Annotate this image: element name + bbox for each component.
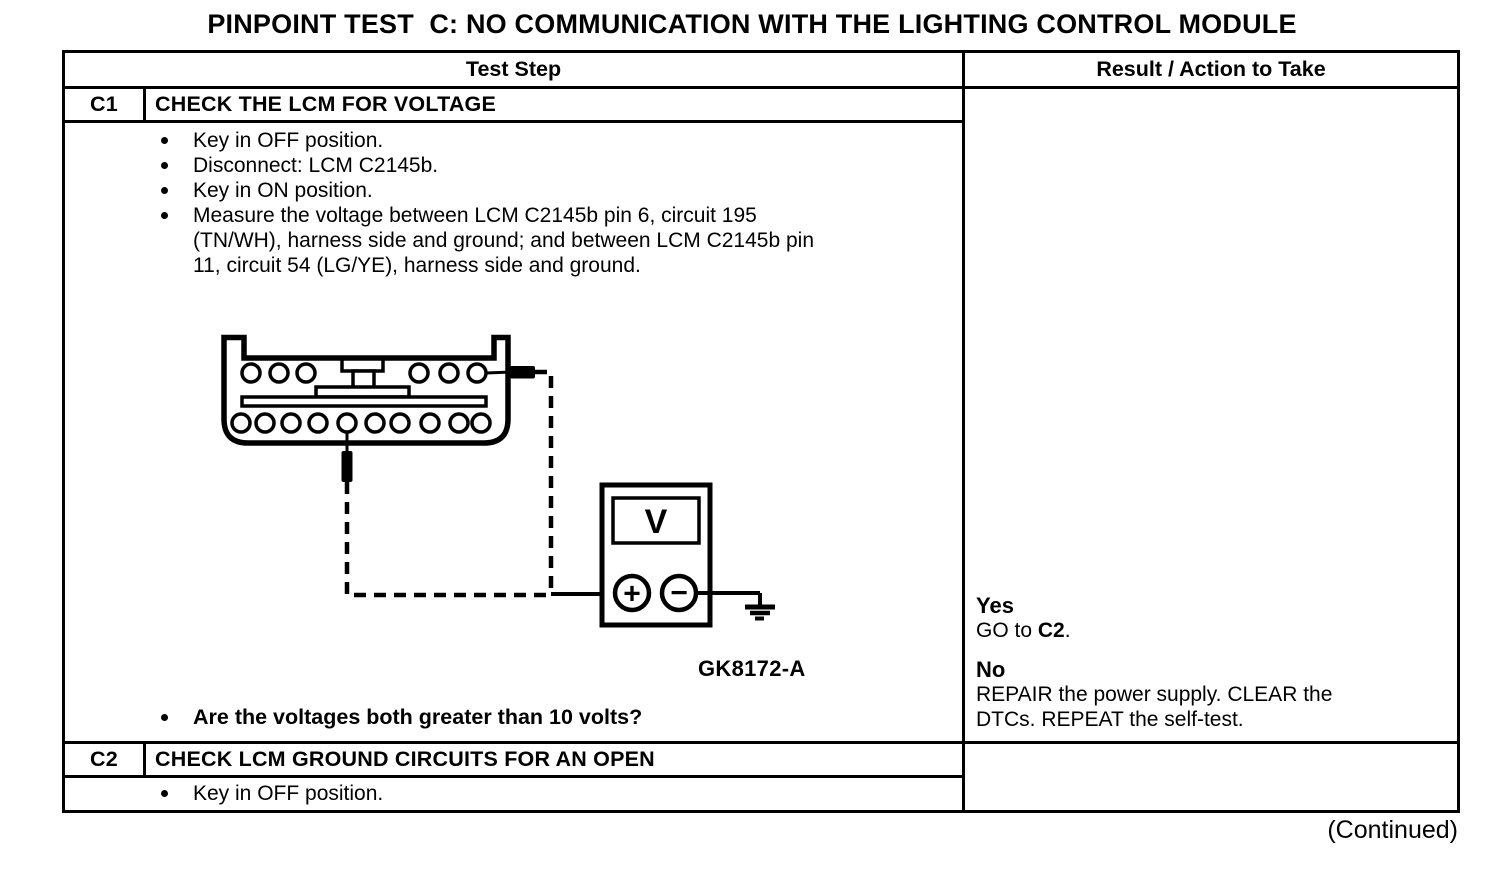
figure-label: GK8172-A	[698, 656, 806, 681]
connector-pin	[408, 362, 430, 384]
connector-pin	[419, 412, 441, 434]
c1-test-step-cell: C1 CHECK THE LCM FOR VOLTAGE Key in OFF …	[65, 89, 965, 741]
connector-pin	[268, 362, 290, 384]
c2-result-cell	[965, 744, 1457, 810]
c2-test-step-cell: C2 CHECK LCM GROUND CIRCUITS FOR AN OPEN…	[65, 744, 965, 810]
connector-pin	[336, 412, 358, 434]
yes-action-post: .	[1064, 619, 1071, 642]
bullet-icon	[158, 781, 193, 806]
bullet-text: Key in ON position.	[193, 179, 373, 202]
yes-action-pre: GO to	[976, 619, 1038, 642]
connector-pin	[254, 412, 276, 434]
continued-note: (Continued)	[1327, 816, 1458, 844]
c1-step-body: Key in OFF position. Disconnect: LCM C21…	[65, 123, 962, 741]
bullet-icon	[158, 153, 193, 178]
test-probe-bottom	[341, 432, 353, 482]
c2-bullet-list: Key in OFF position.	[158, 781, 383, 806]
connector-pin	[295, 362, 317, 384]
connector-pin	[307, 412, 329, 434]
list-item: Key in OFF position.	[158, 781, 383, 806]
test-lead-dashed-right	[535, 369, 554, 595]
question-text: Are the voltages both greater than 10 vo…	[193, 705, 643, 729]
pinpoint-test-table: Test Step Result / Action to Take C1 CHE…	[62, 50, 1460, 813]
connector-pins-top	[240, 362, 488, 384]
result-yes-action: GO to C2.	[976, 618, 1447, 643]
bullet-text: Disconnect: LCM C2145b.	[193, 154, 439, 177]
list-item: Key in OFF position.	[158, 128, 833, 153]
connector-pin	[438, 362, 460, 384]
table-header-row: Test Step Result / Action to Take	[65, 53, 1457, 89]
list-item: Disconnect: LCM C2145b.	[158, 153, 833, 178]
bullet-icon	[158, 705, 193, 730]
bullet-text: Measure the voltage between LCM C2145b p…	[193, 204, 814, 277]
result-no-group: No REPAIR the power supply. CLEAR the DT…	[976, 657, 1447, 732]
positive-terminal-label: +	[623, 578, 641, 611]
test-lead-dashed-bottom	[344, 482, 551, 598]
c2-step-body: Key in OFF position.	[65, 778, 962, 810]
connector-pin	[230, 412, 252, 434]
list-item: Key in ON position.	[158, 178, 833, 203]
connector-pin	[280, 412, 302, 434]
negative-terminal-label: −	[670, 577, 688, 610]
connector-pin	[466, 362, 488, 384]
result-yes-label: Yes	[976, 593, 1014, 618]
connector-pin	[364, 412, 386, 434]
connector-pin	[240, 362, 262, 384]
c2-step-title: CHECK LCM GROUND CIRCUITS FOR AN OPEN	[155, 747, 655, 771]
c1-result-cell: Yes GO to C2. No REPAIR the power supply…	[965, 89, 1457, 741]
connector-voltmeter-diagram: V + −	[221, 334, 775, 628]
column-header-test-step: Test Step	[65, 53, 965, 86]
list-item: Measure the voltage between LCM C2145b p…	[158, 203, 833, 278]
page-title: PINPOINT TEST C: NO COMMUNICATION WITH T…	[207, 9, 1297, 39]
connector-pin	[470, 412, 492, 434]
column-header-result-action: Result / Action to Take	[1096, 57, 1326, 81]
bullet-icon	[158, 128, 193, 153]
bullet-icon	[158, 178, 193, 203]
result-no-label: No	[976, 657, 1006, 682]
positive-terminal	[612, 573, 652, 613]
connector-pin	[389, 412, 411, 434]
connector-latch	[240, 357, 488, 408]
c1-step-id: C1	[65, 89, 146, 120]
ground-icon	[696, 591, 775, 621]
voltmeter-display-label: V	[645, 503, 668, 541]
test-step-block-c2: C2 CHECK LCM GROUND CIRCUITS FOR AN OPEN…	[65, 741, 1457, 810]
bullet-text: Key in OFF position.	[193, 129, 384, 152]
c1-step-title: CHECK THE LCM FOR VOLTAGE	[155, 92, 497, 116]
yes-action-target-step: C2	[1037, 619, 1065, 642]
c1-step-header: C1 CHECK THE LCM FOR VOLTAGE	[65, 89, 962, 123]
bullet-icon	[158, 203, 193, 278]
test-probe-right	[485, 366, 535, 379]
c2-step-id: C2	[65, 744, 146, 775]
result-no-action: REPAIR the power supply. CLEAR the DTCs.…	[976, 683, 1333, 731]
c1-question: Are the voltages both greater than 10 vo…	[158, 705, 642, 730]
voltmeter-display	[611, 496, 701, 545]
test-step-block-c1: C1 CHECK THE LCM FOR VOLTAGE Key in OFF …	[65, 89, 1457, 741]
bullet-text: Key in OFF position.	[193, 782, 384, 805]
c2-step-header: C2 CHECK LCM GROUND CIRCUITS FOR AN OPEN	[65, 744, 962, 778]
c1-bullet-list: Key in OFF position. Disconnect: LCM C21…	[158, 128, 833, 278]
connector-pin	[448, 412, 470, 434]
